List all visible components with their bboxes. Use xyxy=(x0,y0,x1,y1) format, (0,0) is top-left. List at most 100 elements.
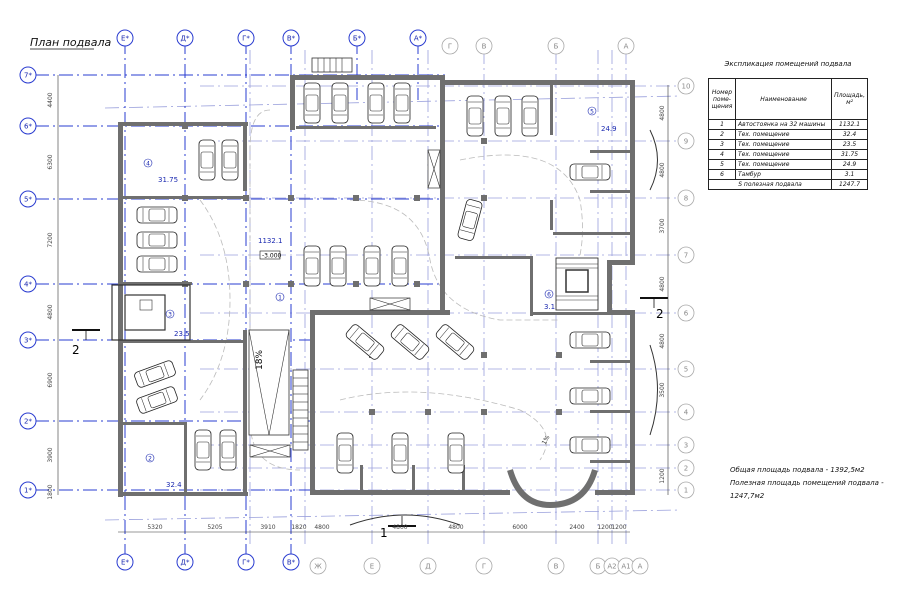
section-mark-right: 2 xyxy=(656,307,664,321)
axis-marker: 2* xyxy=(19,412,37,430)
axis-marker: В xyxy=(547,557,565,575)
row-name: Тех. помещение xyxy=(734,139,833,150)
room-area-3: 23.5 xyxy=(174,330,190,338)
dimension-value: 5205 xyxy=(207,524,222,531)
car-space xyxy=(134,360,176,388)
total-name: S полезная подвала xyxy=(707,179,833,190)
room-number-6: 6 xyxy=(547,292,551,299)
axis-label: А1 xyxy=(621,563,630,571)
axis-label: 3 xyxy=(684,442,688,450)
dimension-value: 4800 xyxy=(448,524,463,531)
section-marks: 2 2 1 xyxy=(72,129,668,540)
row-num: 4 xyxy=(708,149,736,160)
axis-label: 5* xyxy=(24,196,32,204)
axis-marker: 2 xyxy=(677,459,695,477)
axis-label: Б xyxy=(554,43,559,51)
axis-label: Д xyxy=(425,563,431,571)
axis-label: А xyxy=(624,43,629,51)
axis-label: 2* xyxy=(24,418,32,426)
axis-label: 1 xyxy=(684,487,688,495)
row-area: 32.4 xyxy=(831,129,868,140)
room-area-1: 1132.1 xyxy=(258,237,283,245)
car-space xyxy=(367,82,385,124)
dimension-value: 4800 xyxy=(314,524,329,531)
axis-label: Е* xyxy=(121,559,129,567)
room-area-2: 32.4 xyxy=(166,481,182,489)
axis-label: 9 xyxy=(684,138,688,146)
dimension-value: 4800 xyxy=(392,524,407,531)
axis-marker: 3* xyxy=(19,331,37,349)
axis-label: Д* xyxy=(181,35,190,43)
axis-label: 3* xyxy=(24,337,32,345)
axis-marker: Г* xyxy=(237,553,255,571)
bay-window xyxy=(507,469,598,509)
dimension-value: 1800 xyxy=(47,484,54,499)
schedule-caption: Экспликация помещений подвала xyxy=(724,60,852,68)
axis-label: Г xyxy=(482,563,486,571)
dimension-value: 4800 xyxy=(659,276,666,291)
axis-label: 2 xyxy=(684,465,688,473)
axis-marker: Е* xyxy=(116,29,134,47)
row-area: 23.5 xyxy=(831,139,868,150)
ramp: 18% xyxy=(248,329,290,436)
stair-top xyxy=(311,57,353,73)
table-row: 3 Тех. помещение 23.5 xyxy=(708,139,868,150)
car-space xyxy=(221,139,239,181)
useful-area: Полезная площадь помещений подвала - 124… xyxy=(730,479,884,500)
dimension-value: 4800 xyxy=(659,105,666,120)
axis-label: А xyxy=(638,563,643,571)
room-labels: 1 1132.1 -3.000 2 32.4 3 23.5 4 31.75 5 … xyxy=(143,106,617,489)
walls xyxy=(118,75,635,497)
room-number-5: 5 xyxy=(590,109,594,116)
dimension-value: 2400 xyxy=(569,524,584,531)
shaft-boxes xyxy=(111,149,441,458)
header-num: Номер поме- щения xyxy=(708,78,736,120)
axis-marker: 1* xyxy=(19,481,37,499)
room-number-4: 4 xyxy=(146,161,150,168)
car-space xyxy=(569,163,611,181)
axis-marker: Д* xyxy=(176,553,194,571)
axis-label: Е* xyxy=(121,35,129,43)
axis-marker: 4* xyxy=(19,275,37,293)
car-space xyxy=(435,324,475,360)
room-area-6: 3.1 xyxy=(544,303,555,311)
section-mark-left: 2 xyxy=(72,343,80,357)
axis-marker: А2 xyxy=(603,557,621,575)
header-name: Наименование xyxy=(734,78,833,120)
axis-marker: Д xyxy=(419,557,437,575)
car-space xyxy=(198,139,216,181)
car-space xyxy=(569,387,611,405)
axis-label: 8 xyxy=(684,195,688,203)
schedule-header: Номер поме- щения Наименование Площадь, … xyxy=(708,78,868,120)
axis-label: В* xyxy=(287,35,296,43)
axis-marker: Е xyxy=(363,557,381,575)
row-name: Тех. помещение xyxy=(734,129,833,140)
dimension-value: 3500 xyxy=(659,382,666,397)
dimension-value: 6300 xyxy=(47,154,54,169)
axis-marker: А xyxy=(631,557,649,575)
car-space xyxy=(136,231,178,249)
dimension-value: 6000 xyxy=(512,524,527,531)
axis-label: В* xyxy=(287,559,296,567)
axis-label: 4* xyxy=(24,281,32,289)
table-row: 6 Тамбур 3.1 xyxy=(708,169,868,180)
dimension-value: 4800 xyxy=(47,304,54,319)
axis-marker: Б xyxy=(589,557,607,575)
axis-label: 7 xyxy=(684,252,688,260)
axis-label: В xyxy=(482,43,487,51)
axis-marker: 9 xyxy=(677,132,695,150)
floor-slope: 1% xyxy=(541,434,552,446)
car-space xyxy=(393,82,411,124)
axis-label: 10 xyxy=(682,83,691,91)
axis-label: 1* xyxy=(24,487,32,495)
row-name: Тех. помещение xyxy=(734,149,833,160)
axis-marker: 8 xyxy=(677,189,695,207)
car-space xyxy=(569,436,611,454)
row-area: 24.9 xyxy=(831,159,868,170)
row-name: Автостоянка на 32 машины xyxy=(734,119,833,130)
axis-marker: Ж xyxy=(309,557,327,575)
